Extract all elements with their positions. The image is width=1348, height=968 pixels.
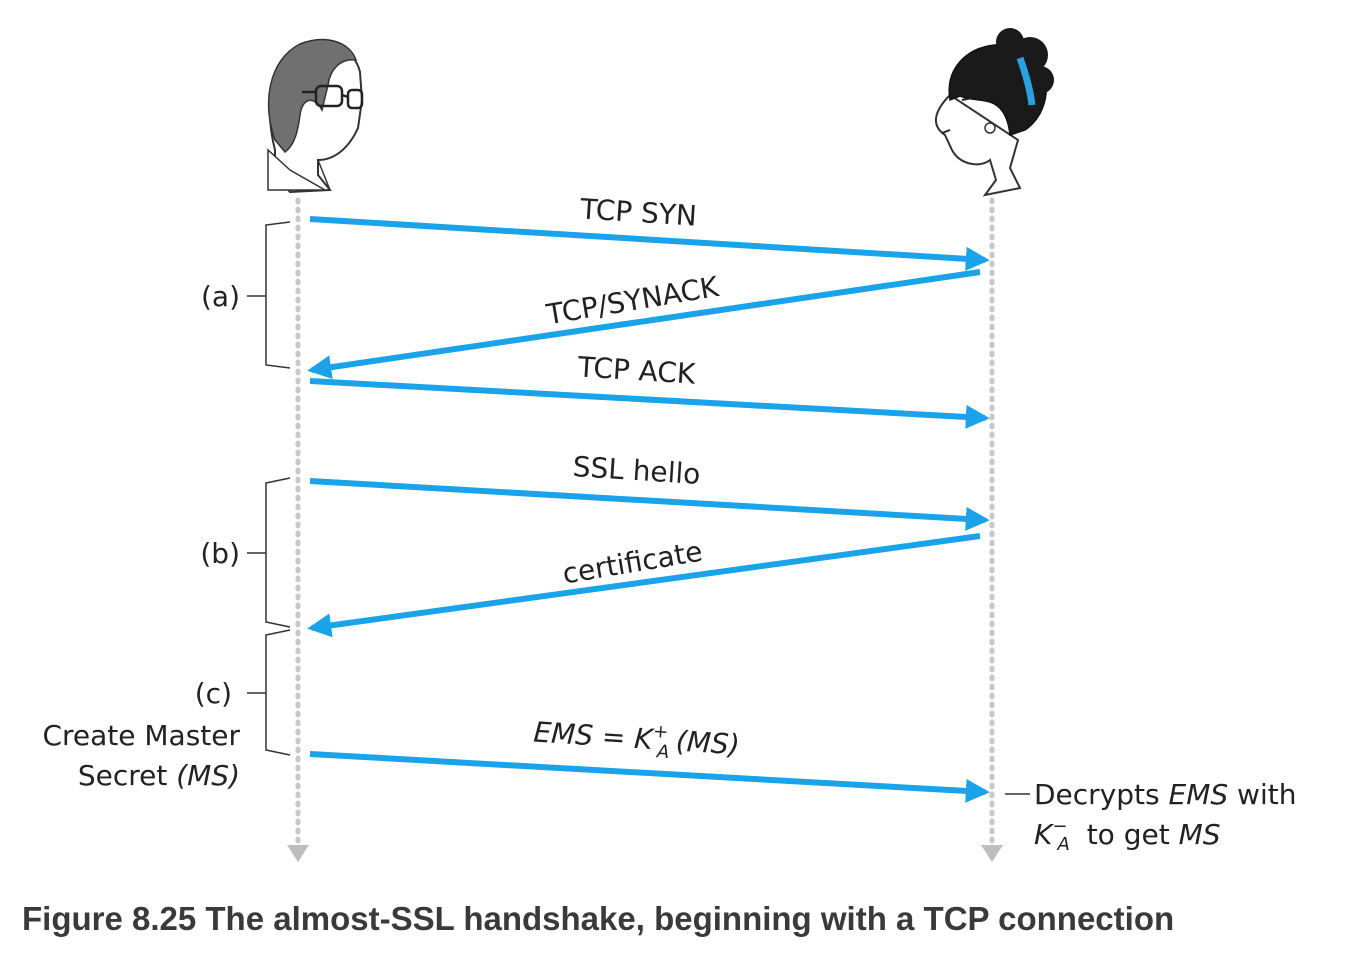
headband-icon [1016,56,1036,106]
message-arrow-3 [309,378,990,429]
msg-label-ssl-hello: SSL hello [572,450,702,491]
phase-b-bracket [265,477,291,628]
message-arrows [307,216,990,803]
message-arrow-1 [309,216,990,271]
message-arrow-2 [307,269,981,380]
message-arrow-4 [309,478,990,531]
glasses-icon [302,84,364,110]
msg-label-ems: EMS = K+A(MS) [532,714,741,768]
figure-caption: Figure 8.25 The almost-SSL handshake, be… [22,900,1175,937]
msg-label-tcp-ack: TCP ACK [576,350,697,390]
msg-label-tcp-syn: TCP SYN [578,192,697,232]
bob-figure [935,28,1054,197]
phase-c-bracket [265,629,291,756]
phase-c-label: (c) [195,677,232,710]
phase-a-label: (a) [201,280,240,313]
message-arrow-6 [309,751,990,803]
phase-b-label: (b) [200,537,240,570]
alice-note-line1: Create Master [42,719,240,752]
alice-note-line2: Secret (MS) [78,759,240,792]
bob-note-line1: Decrypts EMS with [1034,778,1296,811]
alice-figure [267,38,364,194]
phase-a-bracket [265,221,291,369]
message-arrow-5 [307,533,981,638]
bob-timeline-end-arrow-icon [981,845,1003,862]
alice-timeline-end-arrow-icon [287,845,309,862]
bob-note-line2: K−A to get MS [1034,816,1221,855]
